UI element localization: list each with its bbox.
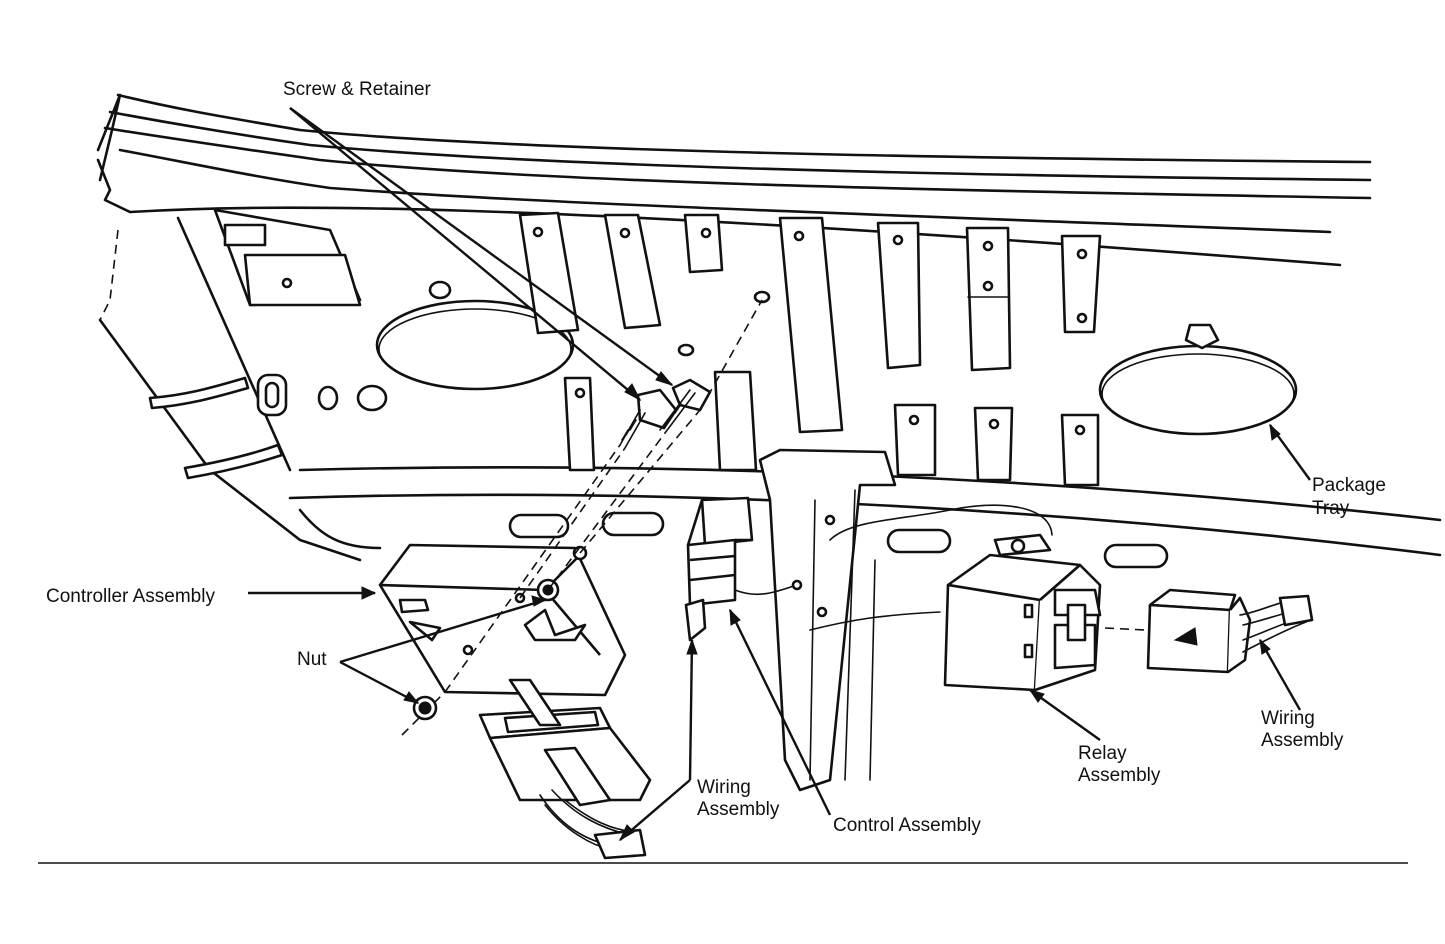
controller-connector <box>478 678 652 860</box>
label-control-assembly: Control Assembly <box>833 815 981 836</box>
label-screw-retainer: Screw & Retainer <box>283 79 431 100</box>
relay-assembly <box>943 533 1102 692</box>
wires <box>809 504 1146 631</box>
nut <box>412 695 438 721</box>
control-assembly <box>684 496 803 642</box>
alignment-lines <box>401 299 763 736</box>
right-connector <box>1146 588 1314 674</box>
label-controller-assembly: Controller Assembly <box>46 586 215 607</box>
arrowheads <box>361 371 1281 842</box>
package-tray-body <box>96 93 1442 792</box>
label-wiring-assembly-center-line2: Assembly <box>697 799 780 820</box>
label-package-tray-line2: Tray <box>1312 498 1350 519</box>
label-relay-assembly-line2: Assembly <box>1078 765 1161 786</box>
controller-assembly <box>378 543 627 697</box>
label-package-tray-line1: Package <box>1312 475 1386 496</box>
label-relay-assembly-line1: Relay <box>1078 743 1127 764</box>
screw-retainer <box>619 290 771 449</box>
label-wiring-assembly-right-line1: Wiring <box>1261 708 1315 729</box>
label-wiring-assembly-center-line1: Wiring <box>697 777 751 798</box>
leader-lines <box>248 107 1311 841</box>
label-wiring-assembly-right-line2: Assembly <box>1261 730 1344 751</box>
label-nut: Nut <box>297 649 327 670</box>
